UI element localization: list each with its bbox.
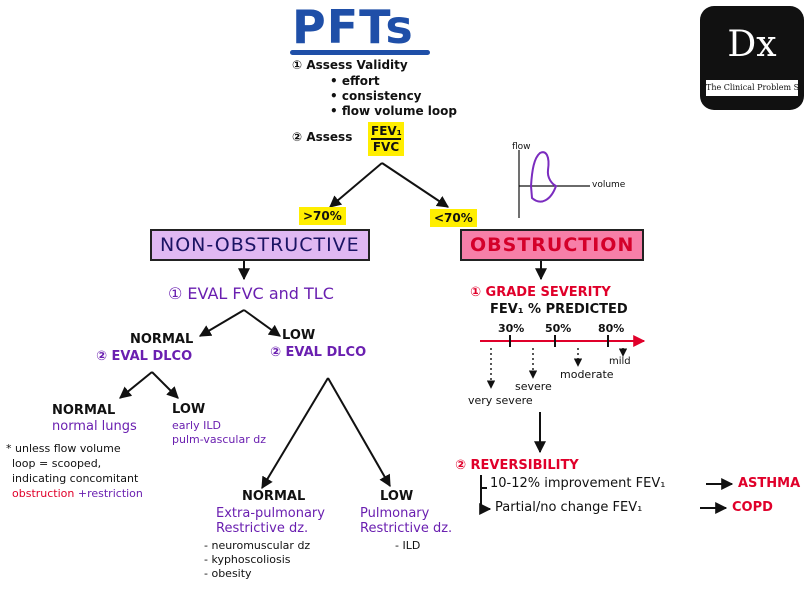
ratio-denominator: FVC [372, 140, 400, 154]
step-assess-validity: ① Assess Validity [292, 58, 408, 72]
item-ild: - ILD [395, 539, 421, 552]
note-line-1: * unless flow volume [6, 442, 121, 455]
note-line-4: obstruction +restriction [6, 486, 143, 501]
grade-severity: ① GRADE SEVERITY [470, 285, 611, 300]
ratio-box: FEV₁ FVC [368, 122, 404, 156]
arrow-to-normal-dlco [198, 309, 245, 337]
low-low-head: LOW [380, 489, 414, 504]
page-title: PFTs [292, 0, 414, 54]
note-line-3: indicating concomitant [12, 472, 139, 485]
tick-30: 30% [498, 322, 525, 335]
tick-80: 80% [598, 322, 625, 335]
tick-50: 50% [545, 322, 572, 335]
non-obstructive-label: NON-OBSTRUCTIVE [150, 229, 370, 261]
loop-y-label: flow [512, 142, 531, 152]
title-underline [290, 50, 430, 55]
no-change-row: Partial/no change FEV₁ [495, 500, 643, 515]
obstruction-label: OBSTRUCTION [460, 229, 645, 261]
normal-lungs: normal lungs [52, 419, 137, 434]
step-assess: ② Assess [292, 130, 353, 144]
normal-branch-head: NORMAL [130, 332, 194, 347]
threshold-gt70: >70% [299, 207, 346, 225]
bullet-effort: • effort [330, 74, 380, 88]
extra-pulm-restrictive: Restrictive dz. [216, 521, 309, 536]
dx-asthma: ASTHMA [738, 476, 801, 491]
label-severe: severe [515, 380, 552, 393]
normal-branch-eval-dlco: ② EVAL DLCO [96, 349, 193, 364]
low-branch-head: LOW [282, 328, 316, 343]
low-normal-head: NORMAL [242, 489, 306, 504]
label-moderate: moderate [560, 368, 614, 381]
threshold-lt70: <70% [430, 209, 477, 227]
arrow-to-low-dlco [243, 309, 281, 337]
loop-x-label: volume [592, 180, 626, 190]
pulm-restrictive: Restrictive dz. [360, 521, 453, 536]
arrow-to-gt70 [329, 162, 383, 208]
label-very-severe: very severe [468, 394, 533, 407]
item-kyphoscoliosis: - kyphoscoliosis [204, 553, 291, 566]
item-obesity: - obesity [204, 567, 252, 580]
scooped-loop-note: * unless flow volume loop = scooped, ind… [6, 441, 143, 501]
reversibility: ② REVERSIBILITY [455, 458, 579, 473]
normal-low-head: LOW [172, 402, 206, 417]
eval-fvc-tlc: ① EVAL FVC and TLC [168, 284, 334, 303]
ratio-numerator: FEV₁ [371, 124, 402, 140]
label-mild: mild [609, 356, 631, 367]
note-plus: + [77, 487, 88, 500]
bullet-consistency: • consistency [330, 89, 422, 103]
pulmonary: Pulmonary [360, 506, 430, 521]
bullet-flow-volume-loop: • flow volume loop [330, 104, 457, 118]
normal-normal-head: NORMAL [52, 403, 116, 418]
fev1-predicted: FEV₁ % PREDICTED [490, 302, 628, 317]
dx-copd: COPD [732, 500, 773, 515]
note-line-2: loop = scooped, [12, 457, 102, 470]
pulm-vascular: pulm-vascular dz [172, 433, 266, 446]
logo-tagline: The Clinical Problem Solvers [706, 80, 804, 96]
flow-volume-loop [518, 150, 590, 218]
arrow-to-extra-pulm [261, 377, 329, 490]
logo-mark: Dx [727, 24, 777, 65]
dx-logo: Dx The Clinical Problem Solvers [700, 6, 804, 110]
arrow-to-early-ild [151, 371, 179, 399]
improvement-row: 10-12% improvement FEV₁ [490, 476, 666, 491]
extra-pulmonary: Extra-pulmonary [216, 506, 325, 521]
low-branch-eval-dlco: ② EVAL DLCO [270, 345, 367, 360]
note-obstruction: obstruction [12, 487, 75, 500]
early-ild: early ILD [172, 419, 221, 432]
arrow-to-lt70 [381, 162, 449, 208]
arrow-to-normal-lungs [119, 371, 153, 399]
item-neuromuscular: - neuromuscular dz [204, 539, 311, 552]
arrow-to-pulm-restrictive [327, 377, 391, 488]
note-restriction: restriction [87, 487, 143, 500]
